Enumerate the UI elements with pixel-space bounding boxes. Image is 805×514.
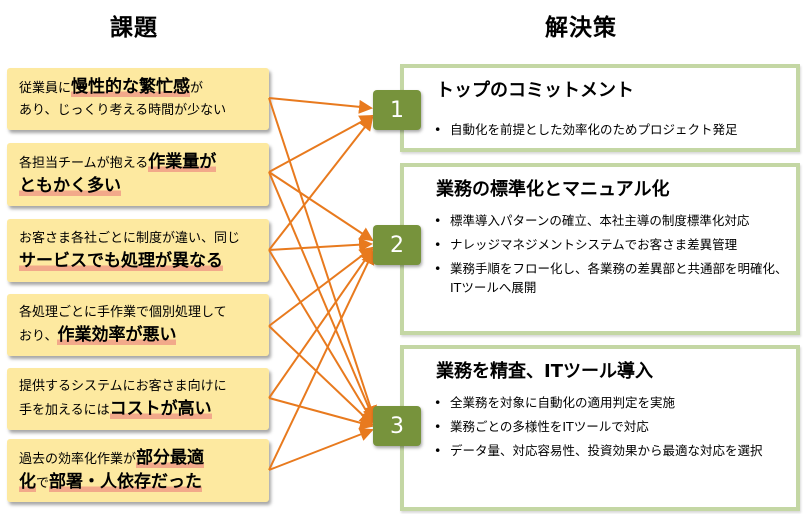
issue-emphasis: 部分最適 bbox=[136, 447, 205, 468]
solution-bullet: 全業務を対象に自動化の適用判定を実施 bbox=[434, 393, 792, 412]
issue-emphasis: 部署・人依存だった bbox=[49, 471, 203, 492]
issue-emphasis: サービスでも処理が異なる bbox=[19, 250, 223, 271]
issue-box-3: お客さま各社ごとに制度が違い、同じ サービスでも処理が異なる bbox=[7, 219, 269, 282]
issue-box-5: 提供するシステムにお客さま向けに 手を加えるにはコストが高い bbox=[7, 368, 269, 430]
solution-title: トップのコミットメント bbox=[436, 80, 634, 101]
arrow-issue3-to-sol1 bbox=[268, 116, 374, 251]
issue-text: 従業員に bbox=[19, 81, 72, 96]
solution-bullets: 全業務を対象に自動化の適用判定を実施 業務ごとの多様性をITツールで対応 データ… bbox=[434, 393, 792, 465]
solution-box-1: トップのコミットメント 自動化を前提とした効率化のためプロジェクト発足 bbox=[400, 64, 800, 152]
arrow-issue1-to-sol3 bbox=[268, 97, 377, 420]
issue-text: 手を加えるには bbox=[19, 403, 110, 418]
solution-bullet: 自動化を前提とした効率化のためプロジェクト発足 bbox=[434, 120, 792, 139]
issue-emphasis: 慢性的な繁忙感 bbox=[71, 77, 191, 97]
issue-text: 過去の効率化作業が bbox=[19, 451, 137, 467]
solution-bullet: データ量、対応容易性、投資効果から最適な対応を選択 bbox=[434, 441, 792, 460]
arrow-issue3-to-sol3 bbox=[268, 249, 375, 424]
issue-emphasis: コストが高い bbox=[109, 399, 212, 419]
issue-text: 提供するシステムにお客さま向けに bbox=[19, 379, 227, 394]
arrow-issue2-to-sol1 bbox=[268, 115, 374, 173]
solution-number-badge-2: 2 bbox=[373, 225, 421, 265]
issue-text: で bbox=[36, 475, 50, 491]
solution-bullet: 標準導入パターンの確立、本社主導の制度標準化対応 bbox=[434, 211, 792, 230]
solution-box-3: 業務を精査、ITツール導入 全業務を対象に自動化の適用判定を実施 業務ごとの多様… bbox=[400, 345, 800, 511]
issue-emphasis: 作業量が bbox=[148, 151, 217, 172]
solution-title: 業務を精査、ITツール導入 bbox=[436, 361, 653, 382]
arrow-issue2-to-sol3 bbox=[268, 171, 376, 422]
arrow-issue6-to-sol3 bbox=[268, 427, 374, 471]
issues-header: 課題 bbox=[110, 15, 158, 41]
solution-bullet: ナレッジマネジメントシステムでお客さま差異管理 bbox=[434, 235, 792, 254]
issue-emphasis: 作業効率が悪い bbox=[57, 325, 177, 345]
arrow-issue5-to-sol2 bbox=[268, 248, 374, 399]
issue-emphasis: 化 bbox=[19, 471, 36, 492]
issue-text: あり、じっくり考える時間が少ない bbox=[19, 103, 227, 118]
solution-bullets: 標準導入パターンの確立、本社主導の制度標準化対応 ナレッジマネジメントシステムで… bbox=[434, 211, 792, 302]
arrow-issue5-to-sol3 bbox=[268, 397, 374, 430]
issue-box-2: 各担当チームが抱える作業量が ともかく多い bbox=[7, 143, 269, 206]
solution-bullets: 自動化を前提とした効率化のためプロジェクト発足 bbox=[434, 120, 792, 144]
solution-title: 業務の標準化とマニュアル化 bbox=[436, 179, 670, 200]
solution-bullet: 業務手順をフロー化し、各業務の差異部と共通部を明確化、ITツールへ展開 bbox=[434, 259, 792, 297]
solution-box-2: 業務の標準化とマニュアル化 標準導入パターンの確立、本社主導の制度標準化対応 ナ… bbox=[400, 163, 800, 335]
issue-box-6: 過去の効率化作業が部分最適 化で部署・人依存だった bbox=[7, 439, 269, 502]
issue-emphasis: ともかく多い bbox=[19, 175, 121, 196]
solution-number-badge-1: 1 bbox=[373, 90, 421, 130]
arrow-issue2-to-sol2 bbox=[268, 171, 374, 242]
arrow-issue4-to-sol3 bbox=[268, 325, 374, 426]
issue-text: おり、 bbox=[19, 329, 58, 344]
issue-text: が bbox=[190, 81, 204, 96]
issue-text: お客さま各社ごとに制度が違い、同じ bbox=[19, 230, 241, 246]
issue-box-1: 従業員に慢性的な繁忙感が あり、じっくり考える時間が少ない bbox=[7, 68, 269, 130]
arrow-issue1-to-sol1 bbox=[268, 97, 373, 114]
arrow-issue6-to-sol2 bbox=[268, 250, 375, 471]
issue-text: 各処理ごとに手作業で個別処理して bbox=[19, 305, 227, 320]
issue-text: 各担当チームが抱える bbox=[19, 155, 149, 171]
solution-bullet: 業務ごとの多様性をITツールで対応 bbox=[434, 417, 792, 436]
arrow-issue4-to-sol2 bbox=[268, 246, 374, 327]
issue-box-4: 各処理ごとに手作業で個別処理して おり、作業効率が悪い bbox=[7, 294, 269, 356]
arrow-issue3-to-sol2 bbox=[268, 237, 373, 252]
solution-number-badge-3: 3 bbox=[373, 406, 421, 446]
solutions-header: 解決策 bbox=[545, 15, 617, 41]
